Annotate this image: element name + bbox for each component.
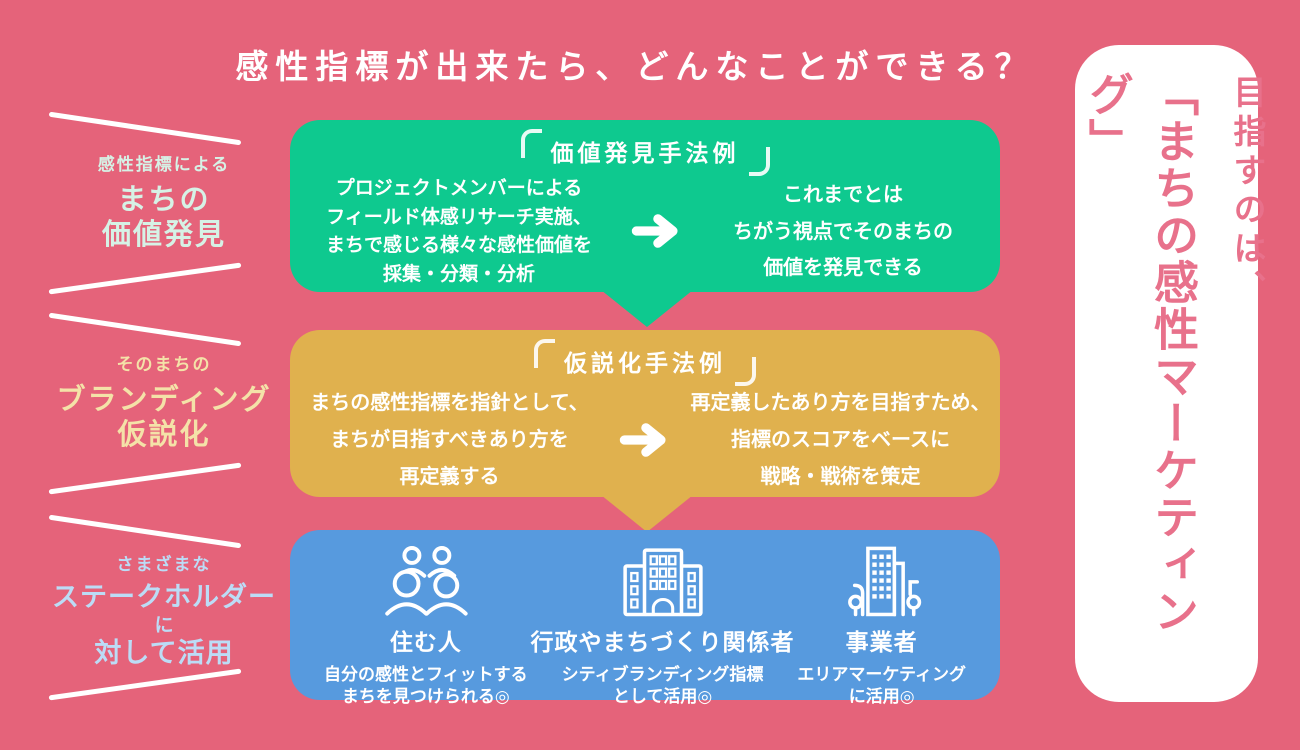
text-line: シティブランディング指標 xyxy=(561,665,764,685)
label-line: 価値発見 xyxy=(101,216,226,251)
box-title: 仮説化手法例 xyxy=(290,339,1000,386)
value-discovery-box: 価値発見手法例 プロジェクトメンバーによる フィールド体感リサーチ実施、 まちで… xyxy=(290,120,1000,292)
divider-line xyxy=(48,462,242,495)
text-line: まちで感じる様々な感性価値を xyxy=(325,234,592,256)
method-text: まちの感性指標を指針として、 まちが目指すべきあり方を 再定義する xyxy=(290,384,609,495)
label-eyebrow: さまざまな xyxy=(116,555,212,575)
stakeholder-name: 住む人 xyxy=(389,630,462,656)
goal-text: 目指すのは、 「まちの感性マーケティング」 xyxy=(1075,45,1299,702)
left-label-value-discovery: 感性指標による まちの 価値発見 xyxy=(42,150,286,252)
result-text: これまでとは ちがう視点でそのまちの 価値を発見できる xyxy=(693,176,993,285)
text-line: フィールド体感リサーチ実施、 xyxy=(326,205,592,228)
page-title: 感性指標が出来たら、どんなことができる？ xyxy=(235,47,1035,86)
text-line: として活用◎ xyxy=(612,687,713,708)
goal-panel: 目指すのは、 「まちの感性マーケティング」 xyxy=(1075,45,1267,702)
down-triangle-connector xyxy=(601,495,693,532)
divider-line xyxy=(48,668,242,701)
text-line: 再定義したあり方を目指すため、 xyxy=(690,390,991,414)
stakeholder-business: 事業者 エリアマーケティング に活用◎ xyxy=(797,542,966,708)
result-text: 再定義したあり方を目指すため、 指標のスコアをベースに 戦略・戦術を策定 xyxy=(681,384,1000,495)
label-line: まちの xyxy=(117,182,211,216)
text-line: 価値を発見できる xyxy=(763,255,923,280)
corner-bracket-open-icon xyxy=(534,339,555,368)
text-line: まちが目指すべきあり方を xyxy=(330,427,569,451)
box-title-text: 価値発見手法例 xyxy=(550,141,740,167)
stakeholder-government: 行政やまちづくり関係者 シティブランディング指標 として活用◎ xyxy=(531,542,795,708)
office-building-icon xyxy=(797,542,966,618)
label-eyebrow: そのまちの xyxy=(116,355,212,375)
corner-bracket-close-icon xyxy=(748,147,770,176)
text-line: 自分の感性とフィットする xyxy=(324,665,528,685)
text-line: まちの感性指標を指針として、 xyxy=(310,390,589,414)
box-content: まちの感性指標を指針として、 まちが目指すべきあり方を 再定義する 再定義したあ… xyxy=(290,384,1000,495)
text-line: プロジェクトメンバーによる xyxy=(335,177,583,199)
text-line: に活用◎ xyxy=(848,687,915,708)
stakeholder-name: 行政やまちづくり関係者 xyxy=(530,630,795,656)
left-label-branding-hypothesis: そのまちの ブランディング 仮説化 xyxy=(42,350,286,452)
label-eyebrow: 感性指標による xyxy=(97,155,231,175)
city-hall-icon xyxy=(531,542,795,618)
stakeholder-name: 事業者 xyxy=(845,630,918,656)
corner-bracket-close-icon xyxy=(735,357,756,386)
arrow-right-icon xyxy=(631,214,678,248)
corner-bracket-open-icon xyxy=(520,129,542,158)
stakeholder-residents: 住む人 自分の感性とフィットする まちを見つけられる◎ xyxy=(324,542,528,708)
label-line: に xyxy=(154,614,174,637)
label-line: ステークホルダー xyxy=(52,582,276,613)
text-line: 指標のスコアをベースに xyxy=(731,427,950,451)
stakeholder-description: エリアマーケティング に活用◎ xyxy=(797,664,966,708)
box-title-text: 仮説化手法例 xyxy=(564,351,726,377)
text-line: エリアマーケティング xyxy=(797,665,966,685)
goal-lead-text: 目指すのは、 xyxy=(1228,75,1267,309)
divider-line xyxy=(48,514,242,549)
box-content: プロジェクトメンバーによる フィールド体感リサーチ実施、 まちで感じる様々な感性… xyxy=(290,174,1000,288)
arrow-right-icon xyxy=(619,422,666,457)
text-line: 採集・分類・分析 xyxy=(382,262,535,285)
label-line: ブランディング xyxy=(56,382,272,416)
text-line: これまでとは xyxy=(783,182,903,207)
people-group-icon xyxy=(324,542,528,618)
stakeholder-description: 自分の感性とフィットする まちを見つけられる◎ xyxy=(324,664,528,708)
text-line: 戦略・戦術を策定 xyxy=(760,464,921,488)
divider-line xyxy=(48,111,242,146)
stakeholder-description: シティブランディング指標 として活用◎ xyxy=(531,664,795,708)
divider-line xyxy=(48,262,242,295)
down-triangle-connector xyxy=(601,290,693,327)
method-text: プロジェクトメンバーによる フィールド体感リサーチ実施、 まちで感じる様々な感性… xyxy=(297,174,621,288)
divider-line xyxy=(48,312,242,347)
left-label-stakeholder-use: さまざまな ステークホルダー に 対して活用 xyxy=(42,550,286,671)
stakeholder-box: 住む人 自分の感性とフィットする まちを見つけられる◎ xyxy=(290,530,1000,707)
stakeholder-columns: 住む人 自分の感性とフィットする まちを見つけられる◎ xyxy=(290,530,1000,708)
label-line: 仮説化 xyxy=(117,416,211,451)
label-line: 対して活用 xyxy=(94,638,234,670)
hypothesis-box: 仮説化手法例 まちの感性指標を指針として、 まちが目指すべきあり方を 再定義する… xyxy=(290,330,1000,497)
text-line: ちがう視点でそのまちの xyxy=(733,218,953,243)
text-line: まちを見つけられる◎ xyxy=(341,687,510,708)
box-title: 価値発見手法例 xyxy=(290,129,1000,176)
text-line: 再定義する xyxy=(399,464,500,488)
goal-main-text: 「まちの感性マーケティング」 xyxy=(1081,71,1199,635)
